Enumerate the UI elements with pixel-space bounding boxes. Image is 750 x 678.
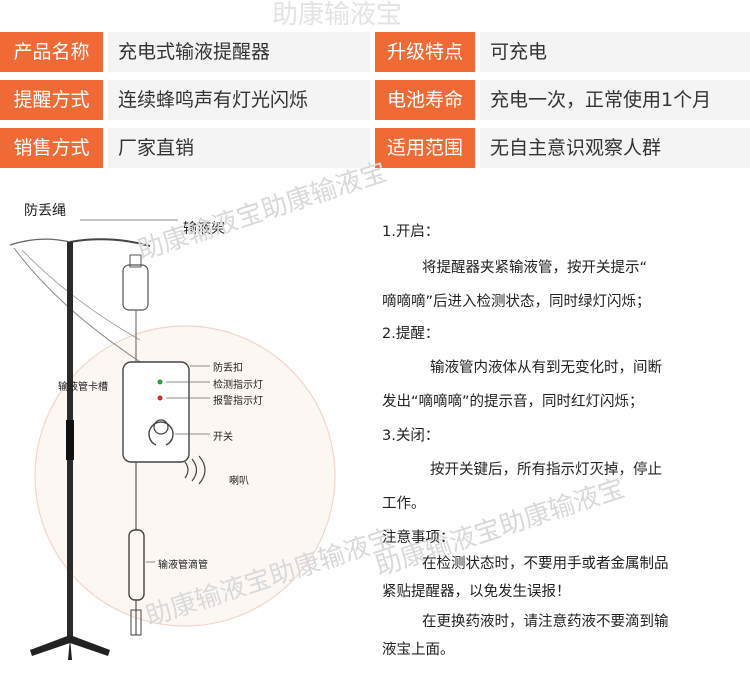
notes-text: 液宝上面。: [382, 642, 455, 658]
label-tube-slot: 输液管卡槽: [58, 382, 108, 393]
label-drip-chamber: 输液管滴管: [158, 560, 208, 571]
instruction-text: 工作。: [382, 496, 426, 512]
label-anti-loss-rope: 防丢绳: [24, 203, 66, 219]
instruction-text: 将提醒器夹紧输液管，按开关提示“: [422, 260, 648, 276]
spec-row-1: 产品名称 充电式输液提醒器 升级特点 可充电: [0, 32, 750, 72]
label-switch: 开关: [213, 432, 233, 443]
reminder-device: [122, 361, 190, 463]
instruction-heading: 1.开启：: [382, 224, 440, 240]
spec-label: 适用范围: [375, 128, 475, 168]
speaker-wave: [184, 461, 189, 479]
power-switch: [148, 421, 174, 446]
red-led: [157, 395, 163, 401]
stand-arm: [69, 238, 151, 247]
instruction-text: 嘀嘀嘀”后进入检测状态，同时绿灯闪烁；: [382, 294, 651, 310]
background-circle: [34, 325, 336, 627]
instruction-heading: 2.提醒：: [382, 326, 440, 342]
label-detect-led: 检测指示灯: [213, 380, 263, 391]
notes-text: 紧贴提醒器，以免发生误报！: [382, 584, 571, 600]
spec-label: 提醒方式: [0, 80, 103, 120]
speaker-wave: [191, 458, 198, 482]
top-strip: [0, 0, 750, 20]
watermark-top: 助康输液宝: [272, 0, 403, 30]
spec-value: 厂家直销: [108, 128, 370, 168]
instruction-text: 发出“嘀嘀嘀”的提示音，同时红灯闪烁；: [382, 394, 644, 410]
tube-connector: [130, 609, 142, 636]
notes-text: 在更换药液时，请注意药液不要滴到输: [422, 614, 669, 630]
instruction-text: 输液管内液体从有到无变化时，间断: [430, 360, 662, 376]
green-led: [157, 379, 163, 385]
spec-row-2: 提醒方式 连续蜂鸣声有灯光闪烁 电池寿命 充电一次，正常使用1个月: [0, 80, 750, 120]
spec-label: 销售方式: [0, 128, 103, 168]
speaker-wave: [198, 455, 206, 485]
diagram-drawing: [9, 219, 336, 660]
pole-clamp: [66, 420, 74, 460]
spec-value: 连续蜂鸣声有灯光闪烁: [108, 80, 370, 120]
stand-base-leg: [68, 638, 72, 660]
label-anti-loss-buckle: 防丢扣: [213, 363, 243, 374]
label-iv-stand: 输液架: [183, 221, 225, 237]
notes-text: 在检测状态时，不要用手或者金属制品: [422, 556, 669, 572]
instruction-heading: 3.关闭：: [382, 428, 440, 444]
iv-bottle: [122, 264, 149, 311]
spec-label: 升级特点: [375, 32, 475, 72]
spec-value: 无自主意识观察人群: [480, 128, 750, 168]
product-diagram: 防丢绳 输液架 防丢扣 检测指示灯 报警指示灯 输液管卡槽 开关 喇叭 输液管滴…: [0, 180, 370, 678]
label-speaker: 喇叭: [229, 476, 249, 487]
spec-label: 产品名称: [0, 32, 103, 72]
spec-row-3: 销售方式 厂家直销 适用范围 无自主意识观察人群: [0, 128, 750, 168]
spec-label: 电池寿命: [375, 80, 475, 120]
notes-heading: 注意事项：: [382, 530, 455, 546]
iv-bottle-cap: [129, 254, 142, 268]
spec-value: 充电式输液提醒器: [108, 32, 370, 72]
spec-value: 可充电: [480, 32, 750, 72]
rope-line: [21, 249, 141, 341]
rope-line: [9, 238, 71, 246]
power-switch-inner: [153, 419, 169, 435]
instruction-text: 按开关键后，所有指示灯灭掉，停止: [430, 462, 662, 478]
label-alarm-led: 报警指示灯: [213, 396, 263, 407]
spec-value: 充电一次，正常使用1个月: [480, 80, 750, 120]
